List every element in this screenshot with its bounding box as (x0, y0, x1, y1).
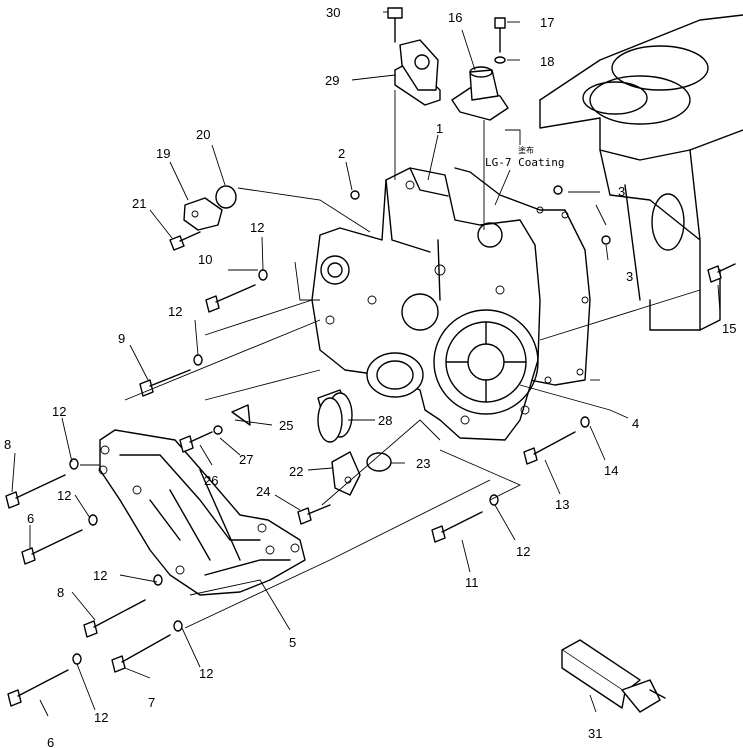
part-dowel-3 (553, 185, 611, 245)
callout-12c: 12 (52, 404, 66, 419)
callout-11: 11 (465, 575, 479, 590)
part-bolt-24 (297, 504, 331, 525)
callout-7: 7 (148, 695, 155, 710)
callout-6a: 6 (27, 511, 34, 526)
part-bolt-15 (707, 263, 736, 283)
callout-10: 10 (198, 252, 212, 267)
callout-31: 31 (588, 726, 602, 741)
part-front-cover (98, 429, 306, 596)
callout-30: 30 (326, 5, 340, 20)
part-bolt-8-lower (83, 574, 163, 638)
callout-5: 5 (289, 635, 296, 650)
callout-28: 28 (378, 413, 392, 428)
part-bolt-6-lower (7, 653, 82, 707)
callout-13: 13 (555, 497, 569, 512)
part-bolt-7 (111, 620, 183, 673)
part-bolt-11 (431, 494, 499, 543)
part-o-ring-23 (366, 452, 392, 472)
callout-12a: 12 (250, 220, 264, 235)
callout-17: 17 (540, 15, 554, 30)
callout-6b: 6 (47, 735, 54, 748)
callout-12b: 12 (168, 304, 182, 319)
callout-23: 23 (416, 456, 430, 471)
callout-29: 29 (325, 73, 339, 88)
part-washer-18 (494, 56, 506, 64)
part-bushing (317, 389, 353, 443)
part-bolt-13 (523, 416, 590, 465)
part-special-tool (561, 639, 666, 713)
callout-24: 24 (256, 484, 270, 499)
callout-12f: 12 (199, 666, 213, 681)
part-washer-27 (213, 425, 223, 435)
part-bolt-30 (387, 7, 403, 43)
callout-8a: 8 (4, 437, 11, 452)
callout-15: 15 (722, 321, 736, 336)
callout-21: 21 (132, 196, 146, 211)
callout-1: 1 (436, 121, 443, 136)
part-lifting-eye (394, 39, 441, 106)
callout-20: 20 (196, 127, 210, 142)
part-cover-19 (183, 197, 223, 231)
part-bracket-22 (331, 451, 361, 496)
callout-9: 9 (118, 331, 125, 346)
part-bolt-17 (494, 17, 506, 53)
callout-26: 26 (204, 473, 218, 488)
part-bolt-6-upper (21, 514, 98, 565)
callout-3a: 3 (618, 184, 625, 199)
coating-note-cjk: 塗布 (518, 145, 534, 155)
part-bolt-21 (169, 231, 201, 251)
callout-12e: 12 (93, 568, 107, 583)
part-thermostat-cover (451, 66, 509, 121)
callout-3b: 3 (626, 269, 633, 284)
callout-12d: 12 (57, 488, 71, 503)
part-dowel-2 (350, 190, 360, 200)
callout-4: 4 (632, 416, 639, 431)
callout-2: 2 (338, 146, 345, 161)
callout-8b: 8 (57, 585, 64, 600)
callout-27: 27 (239, 452, 253, 467)
part-bolt-9 (139, 354, 203, 397)
part-bolt-8-upper (5, 458, 79, 509)
callout-25: 25 (279, 418, 293, 433)
part-bolt-10 (205, 269, 268, 313)
callout-12h: 12 (516, 544, 530, 559)
part-bolt-26 (179, 431, 213, 453)
engine-block (539, 14, 743, 331)
part-bracket-25 (231, 404, 251, 426)
callout-16: 16 (448, 10, 462, 25)
callout-22: 22 (289, 464, 303, 479)
leader-lines (11, 11, 721, 717)
part-gasket (454, 167, 591, 386)
callout-19: 19 (156, 146, 170, 161)
callout-12g: 12 (94, 710, 108, 725)
callout-14: 14 (604, 463, 618, 478)
callout-labels: 30 29 16 17 18 1 2 20 19 21 12 10 12 9 1… (4, 5, 736, 748)
callout-18: 18 (540, 54, 554, 69)
part-o-ring-20 (215, 185, 237, 209)
part-oil-seal-housing (366, 352, 424, 398)
coating-note: LG-7 Coating (485, 156, 564, 169)
